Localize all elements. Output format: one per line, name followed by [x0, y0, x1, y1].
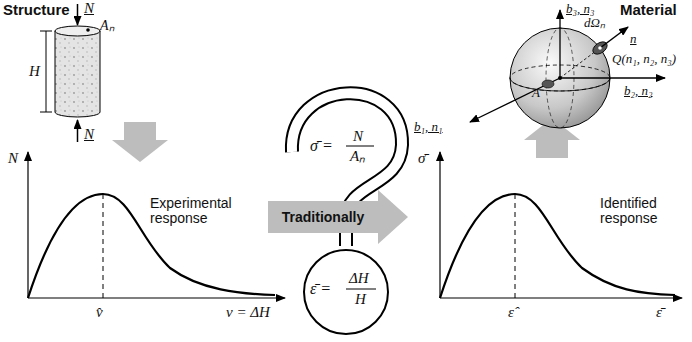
- vector-label: b₁, n₁: [414, 120, 443, 134]
- load-displacement-plot: [28, 152, 285, 298]
- curve-label: Identified response: [600, 196, 690, 227]
- vector-label: n: [630, 32, 637, 46]
- fraction-bar: [346, 146, 374, 147]
- arrow-label: Traditionally: [282, 209, 408, 225]
- dimension: H: [29, 63, 40, 80]
- point-label: A: [532, 86, 540, 100]
- material-sphere: [470, 10, 665, 128]
- block-arrow-node: Traditionally: [268, 190, 408, 244]
- vector-label: dΩₙ: [584, 16, 605, 30]
- vector-label: b₃, n₃: [566, 2, 595, 16]
- vector-label: b₂, n₂: [624, 84, 653, 98]
- part-title: Material: [620, 2, 677, 19]
- axis-label: N: [8, 150, 18, 167]
- load-arrow: [77, 4, 79, 25]
- formula: Aₙ: [350, 148, 365, 165]
- point-label: Q(n₁, n₂, n₃): [612, 52, 676, 66]
- specimen-cylinder: [55, 26, 100, 117]
- formula: σ̄ =: [310, 137, 333, 155]
- axis-label: σ̄: [418, 150, 425, 167]
- tick-label: ε̂: [508, 304, 514, 321]
- load-arrow: [77, 120, 79, 142]
- formula: ΔH: [349, 270, 369, 287]
- axis-label: ε̄: [656, 304, 662, 321]
- fraction-bar: [346, 289, 376, 290]
- tick-label: v̂: [96, 304, 103, 321]
- formula: N: [353, 128, 363, 145]
- axis-label: v = ΔH: [226, 304, 270, 321]
- part-title: Structure: [3, 2, 70, 19]
- force-symbol: N: [84, 0, 94, 17]
- force-symbol: N: [84, 126, 94, 143]
- formula: H: [355, 291, 366, 308]
- curve-label: Experimental response: [150, 196, 260, 227]
- formula: ε̄ =: [310, 280, 331, 298]
- area-symbol: Aₙ: [100, 18, 115, 33]
- block-arrow: [112, 122, 168, 162]
- height-dimension: [40, 31, 52, 112]
